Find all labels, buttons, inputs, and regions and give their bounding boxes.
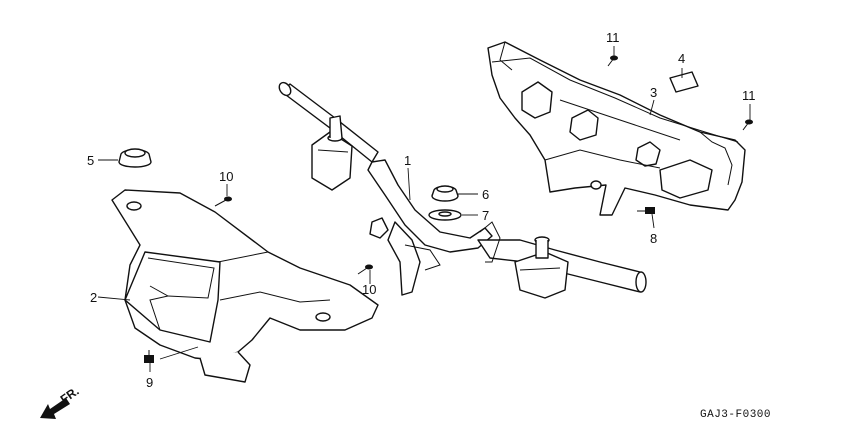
handlebar-pipe[interactable] (277, 80, 647, 299)
rubber-cushion[interactable] (431, 185, 459, 202)
callout-8: 8 (650, 231, 657, 246)
arrow-icon (40, 398, 70, 419)
screw-10-upper[interactable] (214, 196, 232, 207)
bolt-9[interactable] (144, 350, 154, 363)
screw-11-left[interactable] (607, 55, 618, 67)
callout-6: 6 (482, 187, 489, 202)
callout-11-left: 11 (606, 30, 620, 45)
callout-9: 9 (146, 375, 153, 390)
front-direction-arrow: FR. (40, 384, 82, 419)
screw-10-lower[interactable] (357, 264, 373, 275)
label-plate[interactable] (669, 71, 699, 93)
washer[interactable] (428, 209, 462, 221)
drawing-code: GAJ3-F0300 (700, 409, 771, 421)
screw-11-right[interactable] (742, 119, 753, 131)
callout-3: 3 (650, 85, 657, 100)
rear-handlebar-cover[interactable] (487, 41, 746, 216)
callout-1: 1 (404, 153, 411, 168)
callout-11-right: 11 (742, 88, 756, 103)
leader-lines (97, 46, 751, 372)
callout-5: 5 (87, 153, 94, 168)
callout-10-upper: 10 (219, 169, 233, 184)
callout-10-lower: 10 (362, 282, 376, 297)
callout-4: 4 (678, 51, 685, 66)
front-handlebar-cover[interactable] (111, 189, 379, 383)
callout-2: 2 (90, 290, 97, 305)
callout-7: 7 (482, 208, 489, 223)
bolt-8[interactable] (637, 207, 655, 214)
grommet[interactable] (118, 148, 152, 168)
